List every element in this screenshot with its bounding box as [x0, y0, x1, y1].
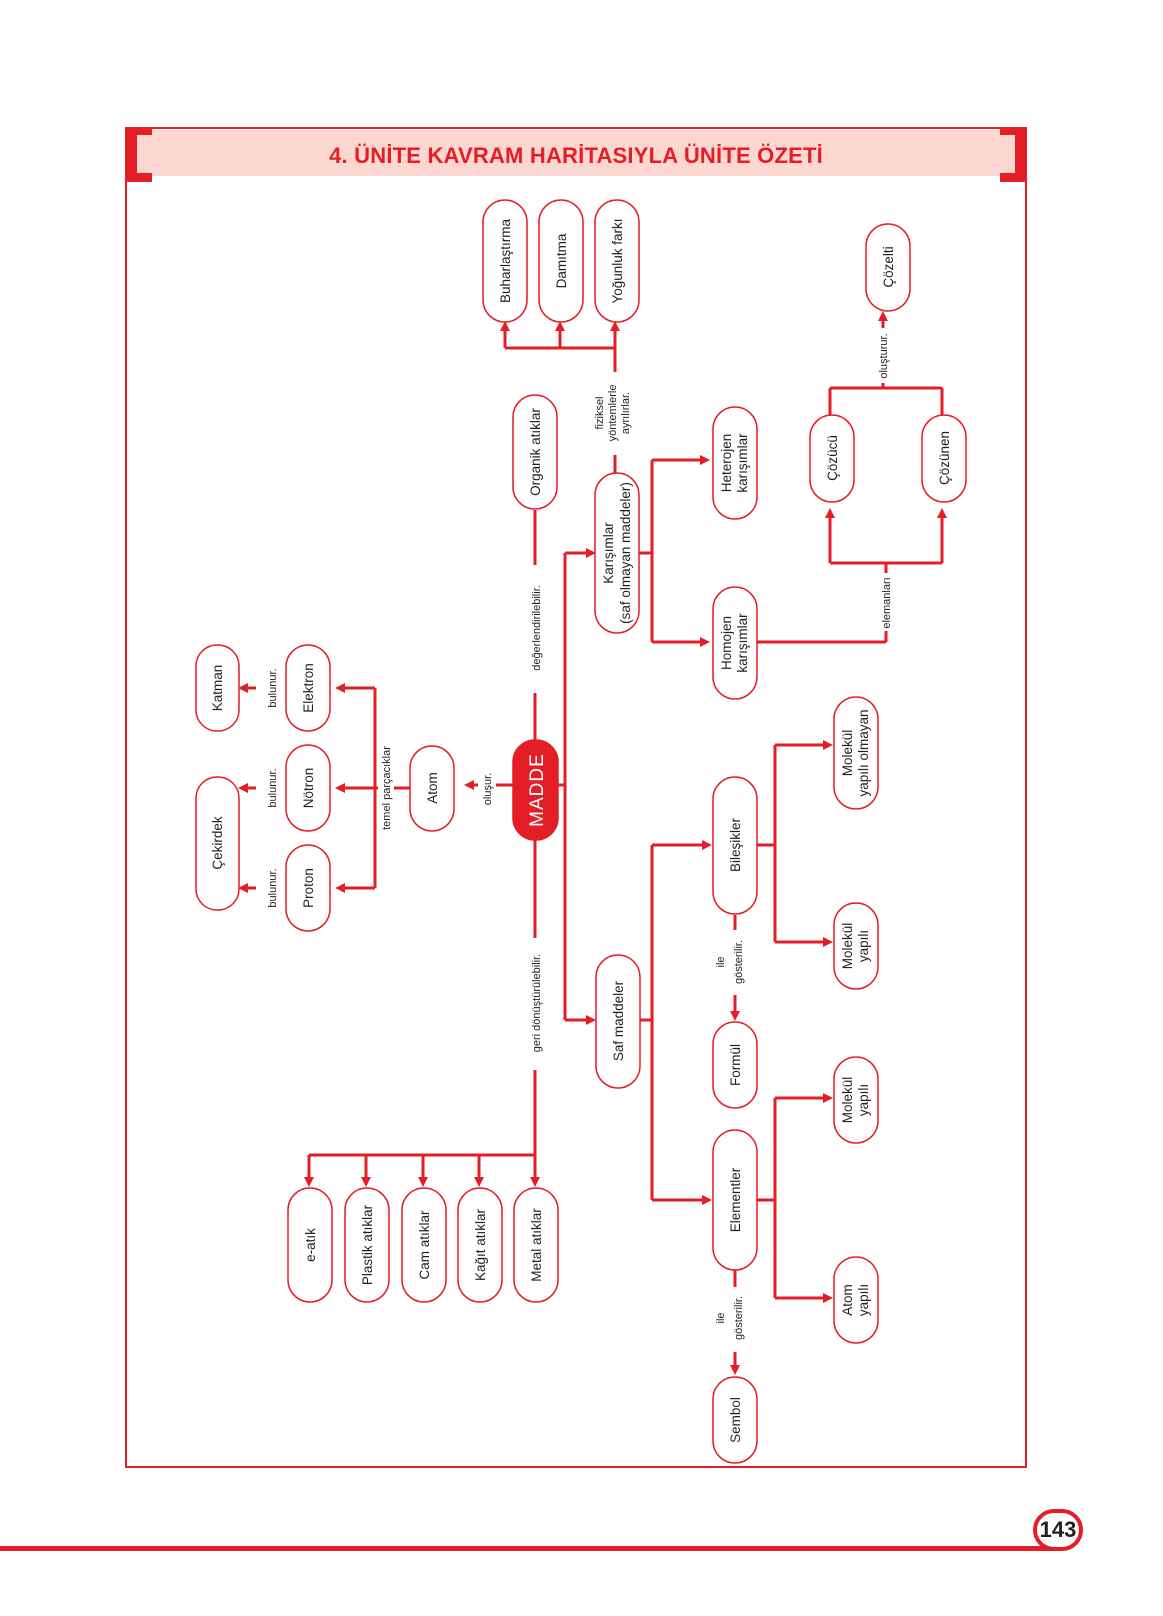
- footer-line: [0, 1546, 1058, 1551]
- label-elemanlari: elemanları: [881, 577, 893, 628]
- node-heterojen-label-1: Heterojen: [719, 434, 734, 493]
- node-damitma-label: Damıtma: [554, 233, 569, 288]
- node-atom-yapili-label-1: Atom: [840, 1284, 855, 1316]
- page-title: 4. ÜNİTE KAVRAM HARİTASIYLA ÜNİTE ÖZETİ: [329, 143, 823, 168]
- node-damitma: Damıtma: [538, 199, 584, 323]
- label-ayrilirlar: ayrılırlar.: [620, 392, 632, 434]
- node-buharlastirma: Buharlaştırma: [482, 199, 528, 323]
- node-cozucu: Çözücü: [809, 414, 855, 503]
- title-background: [151, 130, 1001, 176]
- label-degerlendirilebilir: değerlendirilebilir.: [531, 585, 543, 671]
- node-saf-maddeler: Saf maddeler: [595, 954, 641, 1089]
- label-bulunur-elektron: bulunur.: [267, 668, 279, 707]
- node-heterojen: Heterojen karışımlar: [712, 406, 758, 520]
- node-cekirdek-label: Çekirdek: [210, 816, 225, 870]
- node-molekul-yapili-olmayan: Molekül yapılı olmayan: [833, 696, 879, 810]
- node-molekul-bil-label-2: yapılı: [856, 930, 871, 962]
- label-fiziksel: fiziksel: [594, 396, 606, 429]
- node-elektron: Elektron: [285, 644, 331, 732]
- node-yogunluk: Yoğunluk farkı: [594, 199, 640, 323]
- node-atom-label: Atom: [425, 772, 440, 804]
- node-atom-yapili-label-2: yapılı: [856, 1284, 871, 1316]
- node-molekul-olmayan-label-1: Molekül: [840, 730, 855, 777]
- node-cam-atiklar: Cam atıklar: [401, 1187, 447, 1303]
- node-elementler-label: Elementler: [728, 1167, 743, 1232]
- node-yogunluk-label: Yoğunluk farkı: [610, 218, 625, 303]
- node-karisimlar: Karışımlar (saf olmayan maddeler): [594, 472, 640, 634]
- node-atom: Atom: [409, 745, 455, 832]
- node-proton-label: Proton: [301, 868, 316, 908]
- node-molekul-bil-label-1: Molekül: [840, 923, 855, 970]
- label-bulunur-proton: bulunur.: [267, 868, 279, 907]
- node-molekul-olmayan-label-2: yapılı olmayan: [856, 709, 871, 796]
- label-ile-elementler: ile: [715, 1312, 727, 1323]
- node-metal-label: Metal atıklar: [529, 1208, 544, 1282]
- node-e-atik: e-atık: [287, 1187, 333, 1303]
- node-homojen: Homojen karışımlar: [712, 586, 758, 700]
- label-gosterilir-bilesikler: gösterilir.: [733, 940, 745, 984]
- node-formul-label: Formül: [728, 1044, 743, 1086]
- node-homojen-label-2: karışımlar: [735, 613, 750, 673]
- node-formul: Formül: [712, 1021, 758, 1109]
- node-molekul-el-label-2: yapılı: [856, 1084, 871, 1116]
- node-organik-label: Organik atıklar: [528, 408, 543, 496]
- label-yontemlerle: yöntemlerle: [607, 385, 619, 442]
- label-olusturur: oluşturur.: [878, 333, 890, 378]
- node-katman-label: Katman: [210, 665, 225, 712]
- node-metal-atiklar: Metal atıklar: [513, 1187, 559, 1303]
- node-notron-label: Nötron: [301, 768, 316, 809]
- node-karisimlar-label-2: (saf olmayan maddeler): [618, 482, 633, 624]
- node-cozucu-label: Çözücü: [825, 435, 840, 481]
- node-molekul-yapili-element: Molekül yapılı: [833, 1056, 879, 1144]
- node-cozunen: Çözünen: [921, 414, 967, 503]
- node-molekul-yapili-bilesik: Molekül yapılı: [833, 902, 879, 990]
- node-homojen-label-1: Homojen: [719, 616, 734, 670]
- node-madde: MADDE: [512, 739, 559, 841]
- node-plastik-atiklar: Plastik atıklar: [344, 1187, 390, 1303]
- node-heterojen-label-2: karışımlar: [735, 433, 750, 493]
- node-sembol: Sembol: [712, 1376, 758, 1464]
- node-saf-maddeler-label: Saf maddeler: [611, 980, 626, 1061]
- node-sembol-label: Sembol: [728, 1397, 743, 1443]
- label-olusur: oluşur.: [482, 773, 494, 805]
- node-karisimlar-label-1: Karışımlar: [601, 522, 616, 584]
- node-organik: Organik atıklar: [512, 394, 558, 510]
- node-notron: Nötron: [285, 744, 331, 832]
- node-kagit-atiklar: Kağıt atıklar: [457, 1187, 503, 1303]
- node-madde-label: MADDE: [527, 753, 548, 827]
- label-temel-parcaciklar: temel parçacıklar: [381, 746, 393, 830]
- page-number: 143: [1033, 1509, 1083, 1551]
- label-ile-bilesikler: ile: [715, 956, 727, 967]
- title-bar: 4. ÜNİTE KAVRAM HARİTASIYLA ÜNİTE ÖZETİ: [125, 127, 1027, 182]
- node-elementler: Elementler: [712, 1129, 758, 1271]
- node-e-atik-label: e-atık: [303, 1228, 318, 1262]
- node-cam-label: Cam atıklar: [417, 1210, 432, 1280]
- node-bilesikler: Bileşikler: [712, 776, 758, 915]
- node-proton: Proton: [285, 844, 331, 932]
- node-plastik-label: Plastik atıklar: [360, 1204, 375, 1285]
- node-cozelti-label: Çözelti: [881, 246, 896, 287]
- label-geri-donusturulebilir: geri dönüştürülebilir.: [531, 954, 543, 1052]
- node-molekul-el-label-1: Molekül: [840, 1077, 855, 1124]
- node-buharlastirma-label: Buharlaştırma: [498, 218, 513, 303]
- node-bilesikler-label: Bileşikler: [728, 817, 743, 872]
- node-elektron-label: Elektron: [301, 663, 316, 713]
- title-bracket-left: [125, 127, 152, 182]
- node-kagit-label: Kağıt atıklar: [473, 1208, 488, 1281]
- title-bracket-right: [1000, 127, 1027, 182]
- node-atom-yapili: Atom yapılı: [833, 1256, 879, 1344]
- label-gosterilir-elementler: gösterilir.: [733, 1296, 745, 1340]
- node-cozunen-label: Çözünen: [937, 431, 952, 485]
- node-katman: Katman: [195, 644, 240, 732]
- label-bulunur-notron: bulunur.: [267, 768, 279, 807]
- content-frame: [125, 127, 1027, 1468]
- node-cekirdek: Çekirdek: [195, 776, 240, 911]
- node-cozelti: Çözelti: [865, 223, 911, 312]
